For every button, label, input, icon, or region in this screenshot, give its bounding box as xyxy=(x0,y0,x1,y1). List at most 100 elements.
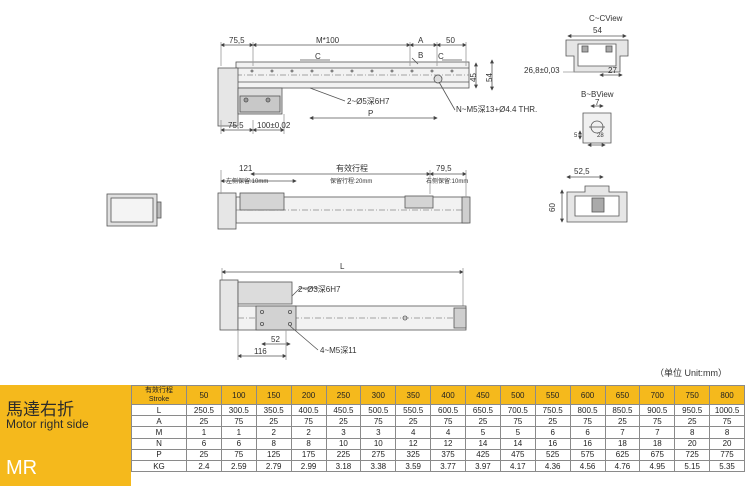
table-cell: 3.77 xyxy=(430,459,466,473)
table-cell: 4.17 xyxy=(499,459,536,473)
table-cell: 250.5 xyxy=(186,403,222,417)
table-cell: 525 xyxy=(534,448,571,461)
table-cell: 775 xyxy=(709,448,745,461)
panel-title-cn: 馬達右折 xyxy=(6,400,74,419)
table-cell: 450.5 xyxy=(325,403,362,417)
table-cell: 5.15 xyxy=(674,459,711,473)
table-cell: 14 xyxy=(465,437,501,450)
stroke-header-750: 750 xyxy=(674,385,711,405)
table-cell: 20 xyxy=(709,437,745,450)
stroke-header-100: 100 xyxy=(220,385,257,405)
table-cell: 16 xyxy=(569,437,606,450)
stroke-header-800: 800 xyxy=(709,385,745,405)
dim-bottom-75-5: 75,5 xyxy=(228,121,244,130)
table-cell: 75 xyxy=(499,415,536,428)
row-label: KG xyxy=(131,459,187,473)
table-cell: 275 xyxy=(360,448,397,461)
table-cell: 25 xyxy=(186,415,222,428)
table-cell: 25 xyxy=(395,415,432,428)
table-cell: 4.76 xyxy=(604,459,641,473)
dim-116: 116 xyxy=(254,347,267,356)
table-cell: 18 xyxy=(604,437,641,450)
table-cell: 175 xyxy=(290,448,327,461)
stroke-label: 有效行程 xyxy=(336,163,368,173)
table-cell: 1 xyxy=(186,426,222,439)
table-cell: 2.99 xyxy=(290,459,327,473)
panel-model-code: MR xyxy=(6,457,38,479)
table-cell: 2.79 xyxy=(255,459,292,473)
hole-2-3-label: 2~Ø3深6H7 xyxy=(298,285,341,294)
table-cell: 18 xyxy=(639,437,676,450)
table-cell: 225 xyxy=(325,448,362,461)
dim-m100: M*100 xyxy=(316,36,340,45)
table-cell: 2 xyxy=(255,426,292,439)
table-cell: 25 xyxy=(255,415,292,428)
table-cell: 4.36 xyxy=(534,459,571,473)
table-cell: 600.5 xyxy=(430,403,466,417)
bb-dim-7: 7 xyxy=(595,98,600,107)
table-cell: 375 xyxy=(430,448,466,461)
left-margin-note: 左侧保留:10mm xyxy=(226,177,268,185)
bottom-view xyxy=(219,268,467,360)
label-b: B xyxy=(418,51,423,60)
table-cell: 350.5 xyxy=(255,403,292,417)
bb-view-title: B~BView xyxy=(581,90,614,99)
table-cell: 25 xyxy=(465,415,501,428)
technical-drawing: 75,5 M*100 A 50 C C B 45 54 2~Ø5深6H7 N~M… xyxy=(106,14,629,360)
table-cell: 5.35 xyxy=(709,459,745,473)
table-cell: 950.5 xyxy=(674,403,711,417)
table-cell: 1000.5 xyxy=(709,403,745,417)
table-cell: 900.5 xyxy=(639,403,676,417)
table-cell: 4 xyxy=(395,426,432,439)
table-cell: 6 xyxy=(569,426,606,439)
table-cell: 10 xyxy=(360,437,397,450)
table-cell: 325 xyxy=(395,448,432,461)
table-cell: 3.18 xyxy=(325,459,362,473)
table-cell: 550.5 xyxy=(395,403,432,417)
right-margin-note: 右侧保留:10mm xyxy=(426,177,468,185)
table-cell: 12 xyxy=(430,437,466,450)
screw-holes-row xyxy=(250,69,454,73)
table-cell: 4 xyxy=(430,426,466,439)
cc-view-title: C~CView xyxy=(589,14,623,23)
table-cell: 7 xyxy=(604,426,641,439)
bb-dim-5: 5 xyxy=(574,133,578,139)
table-cell: 75 xyxy=(220,415,257,428)
stroke-header-450: 450 xyxy=(465,385,501,405)
stroke-header-500: 500 xyxy=(499,385,536,405)
row-label: M xyxy=(131,426,187,439)
table-cell: 5 xyxy=(499,426,536,439)
dim-79-5: 79,5 xyxy=(436,164,452,173)
stroke-header-350: 350 xyxy=(395,385,432,405)
bb-dim-28: 28 xyxy=(597,133,604,139)
hole-n-m5-label: N~M5深13+Ø4.4 THR. xyxy=(456,105,537,114)
dim-50: 50 xyxy=(446,36,455,45)
hole-2-5-label: 2~Ø5深6H7 xyxy=(347,97,390,106)
table-cell: 650.5 xyxy=(465,403,501,417)
row-label: L xyxy=(131,403,187,417)
label-c-left: C xyxy=(315,52,321,61)
stroke-header-50: 50 xyxy=(186,385,222,405)
side-view xyxy=(106,170,471,230)
table-cell: 6 xyxy=(220,437,257,450)
hole-4-m5-label: 4~M5深11 xyxy=(320,346,357,355)
dim-52: 52 xyxy=(271,335,280,344)
table-cell: 750.5 xyxy=(534,403,571,417)
cc-dim-54: 54 xyxy=(593,26,602,35)
table-cell: 75 xyxy=(360,415,397,428)
dim-a: A xyxy=(418,36,424,45)
table-cell: 75 xyxy=(569,415,606,428)
side-dim-52-5: 52,5 xyxy=(574,167,590,176)
stroke-header-200: 200 xyxy=(290,385,327,405)
table-cell: 2.4 xyxy=(186,459,222,473)
dim-54: 54 xyxy=(485,73,494,82)
table-cell: 25 xyxy=(186,448,222,461)
table-cell: 3.38 xyxy=(360,459,397,473)
end-profile-view xyxy=(560,175,628,223)
stroke-header-300: 300 xyxy=(360,385,397,405)
row-label: N xyxy=(131,437,187,450)
